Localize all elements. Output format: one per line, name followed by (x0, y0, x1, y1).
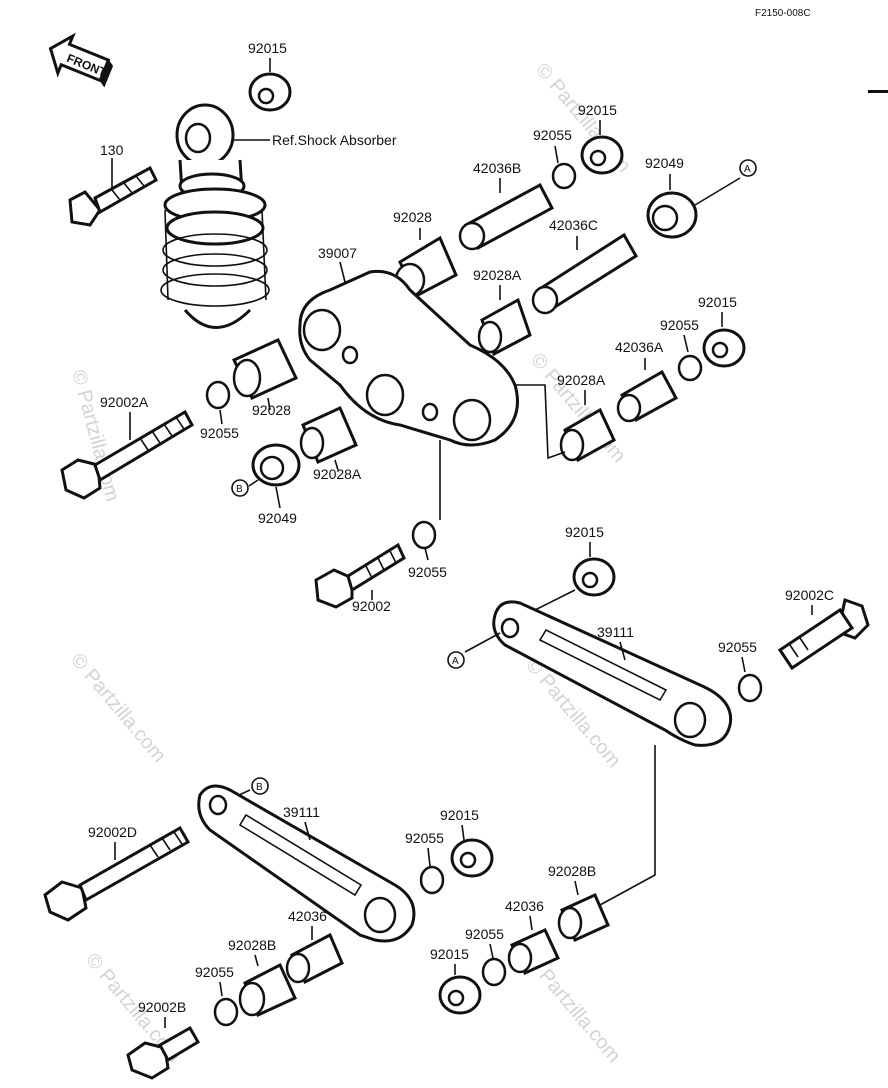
circlip-92055-bl (213, 997, 239, 1027)
nut-92015-m (572, 557, 616, 597)
circlip-92055-r2 (677, 354, 703, 382)
bushing-92028a-l (299, 405, 358, 465)
svg-text:B: B (236, 484, 243, 495)
label-42036c: 42036C (549, 217, 598, 233)
nut-92015-b2 (438, 975, 482, 1015)
label-92055-l: 92055 (200, 425, 239, 441)
bolt-92002 (314, 542, 406, 609)
label-42036b: 42036B (473, 160, 521, 176)
collar-42036b (458, 182, 555, 251)
label-39111-r: 39111 (597, 624, 634, 640)
label-92002d: 92002D (88, 824, 137, 840)
svg-text:B: B (256, 782, 263, 793)
diagram-code: F2150-008C (755, 8, 811, 19)
bolt-92002a (60, 409, 195, 500)
label-92028b-l: 92028B (228, 937, 276, 953)
label-92055-r1: 92055 (533, 127, 572, 143)
nut-92015-r2 (702, 328, 746, 368)
label-42036a: 42036A (615, 339, 664, 355)
label-92002b: 92002B (138, 999, 186, 1015)
callout-b-lower: B (251, 777, 269, 795)
bushing-92028-l (231, 338, 299, 400)
callout-a-mid: A (447, 651, 465, 669)
link-arm-39111-l (197, 784, 416, 943)
label-92055-r2: 92055 (660, 317, 699, 333)
shock-absorber-ref-label: Ref.Shock Absorber (272, 132, 397, 148)
watermark-diagonal-3: ©Partzilla.com (66, 649, 170, 767)
bushing-92028a-mr (559, 407, 616, 463)
edge-mark (868, 90, 888, 93)
collar-42036c (531, 232, 639, 315)
label-42036-r: 42036 (505, 898, 544, 914)
label-130: 130 (100, 142, 124, 158)
label-92028-top: 92028 (393, 209, 432, 225)
bolt-92002d (43, 825, 191, 922)
label-92002: 92002 (352, 598, 391, 614)
nut-92015-b1 (450, 838, 494, 878)
callout-b-left: B (231, 479, 249, 497)
circlip-92055-mr (737, 673, 763, 703)
circlip-92055-c (411, 520, 437, 550)
label-92049-l: 92049 (258, 510, 297, 526)
label-92028a-r: 92028A (473, 267, 522, 283)
callout-a-top: A (739, 159, 757, 177)
label-92015-m: 92015 (565, 524, 604, 540)
label-92002c: 92002C (785, 587, 834, 603)
circlip-92055-b1 (419, 865, 445, 895)
collar-42036-l (285, 932, 344, 985)
svg-text:A: A (452, 656, 459, 667)
label-92049-r: 92049 (645, 155, 684, 171)
label-39007: 39007 (318, 245, 357, 261)
bolt-92002b (126, 1025, 201, 1080)
bolt-130 (68, 165, 158, 227)
label-92055-c: 92055 (408, 564, 447, 580)
collar-42036a (616, 369, 679, 423)
nut-92015-top (248, 72, 292, 112)
circlip-92055-r1 (551, 162, 577, 190)
bolt-92002c (777, 598, 870, 671)
label-92028a-l: 92028A (313, 466, 362, 482)
label-92055-br: 92055 (465, 926, 504, 942)
bushing-92028a-r (477, 297, 532, 357)
seal-92049-l (251, 443, 301, 487)
bushing-92028b-r (557, 893, 610, 942)
label-42036-l: 42036 (288, 908, 327, 924)
label-39111-l: 39111 (283, 804, 320, 820)
label-92028b-r: 92028B (548, 863, 596, 879)
svg-text:A: A (744, 164, 751, 175)
label-92015-r1: 92015 (578, 102, 617, 118)
label-92015-b2: 92015 (430, 946, 469, 962)
link-arm-39111-r (492, 600, 733, 747)
label-92015-r2: 92015 (698, 294, 737, 310)
bushing-92028b-l (238, 962, 297, 1018)
label-92055-bl: 92055 (195, 964, 234, 980)
circlip-92055-br (481, 957, 507, 987)
label-92015-top: 92015 (248, 40, 287, 56)
label-92055-b1: 92055 (405, 830, 444, 846)
label-92002a: 92002A (100, 394, 149, 410)
collar-42036-r (507, 928, 560, 975)
label-92028-l: 92028 (252, 402, 291, 418)
label-92055-mr: 92055 (718, 639, 757, 655)
rocker-arm-39007 (298, 269, 519, 447)
shock-absorber (160, 103, 270, 329)
front-arrow-icon: FRONT (48, 32, 114, 88)
nut-92015-r1 (580, 135, 624, 175)
label-92015-b1: 92015 (440, 807, 479, 823)
seal-92049-r (646, 191, 698, 239)
label-92028a-mr: 92028A (557, 372, 606, 388)
circlip-92055-l (205, 380, 231, 410)
